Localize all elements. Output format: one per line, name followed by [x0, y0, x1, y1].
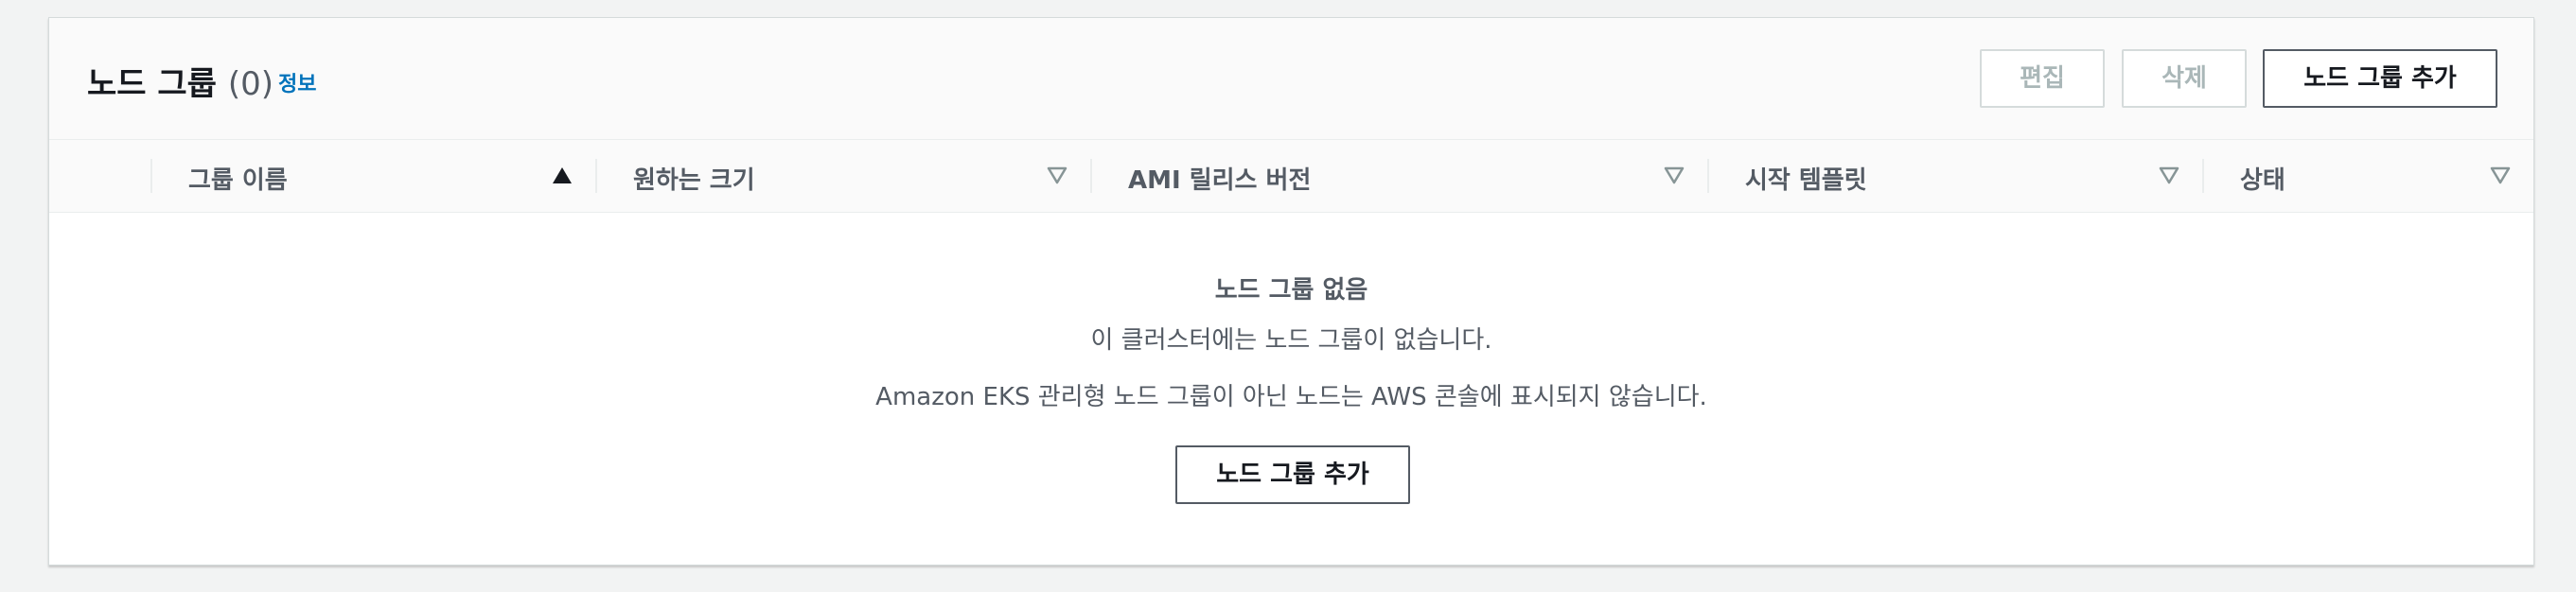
info-link[interactable]: 정보	[278, 73, 317, 96]
table-header-row: 그룹 이름 원하는 크기 AMI 릴리스 버전 시작 템플릿	[49, 140, 2533, 213]
column-header-launch-template[interactable]: 시작 템플릿	[1707, 140, 2202, 213]
sort-ascending-icon[interactable]	[550, 163, 574, 187]
column-header-status[interactable]: 상태	[2202, 140, 2533, 213]
column-label: 그룹 이름	[188, 166, 288, 195]
empty-state-add-node-group-button[interactable]: 노드 그룹 추가	[1175, 445, 1410, 504]
sort-icon[interactable]	[2157, 163, 2181, 187]
column-label: 시작 템플릿	[1745, 166, 1867, 195]
empty-state-note: Amazon EKS 관리형 노드 그룹이 아닌 노드는 AWS 콘솔에 표시되…	[875, 383, 1707, 411]
column-header-group-name[interactable]: 그룹 이름	[150, 140, 595, 213]
column-divider	[595, 159, 597, 193]
column-header-ami-release-version[interactable]: AMI 릴리스 버전	[1090, 140, 1707, 213]
column-label: 상태	[2240, 166, 2285, 195]
selection-column-header	[49, 140, 150, 213]
node-group-count: (0)	[227, 65, 273, 103]
column-divider	[1090, 159, 1092, 193]
empty-state-description: 이 클러스터에는 노드 그룹이 없습니다.	[1090, 326, 1492, 355]
column-label: AMI 릴리스 버전	[1128, 166, 1312, 195]
column-divider	[150, 159, 152, 193]
sort-icon[interactable]	[1662, 163, 1686, 187]
edit-button[interactable]: 편집	[1980, 49, 2105, 108]
delete-button[interactable]: 삭제	[2122, 49, 2247, 108]
node-groups-panel: 노드 그룹 (0) 정보 편집 삭제 노드 그룹 추가 그룹 이름 원하는 크기…	[48, 17, 2534, 566]
add-node-group-button[interactable]: 노드 그룹 추가	[2263, 49, 2497, 108]
panel-header: 노드 그룹 (0) 정보 편집 삭제 노드 그룹 추가	[49, 18, 2533, 140]
column-header-desired-size[interactable]: 원하는 크기	[595, 140, 1090, 213]
panel-title-text: 노드 그룹	[87, 65, 217, 103]
column-divider	[2202, 159, 2204, 193]
panel-title: 노드 그룹 (0)	[87, 58, 273, 104]
column-divider	[1707, 159, 1709, 193]
column-label: 원하는 크기	[633, 166, 755, 195]
sort-icon[interactable]	[1045, 163, 1069, 187]
empty-state-title: 노드 그룹 없음	[1214, 276, 1368, 305]
sort-icon[interactable]	[2488, 163, 2513, 187]
